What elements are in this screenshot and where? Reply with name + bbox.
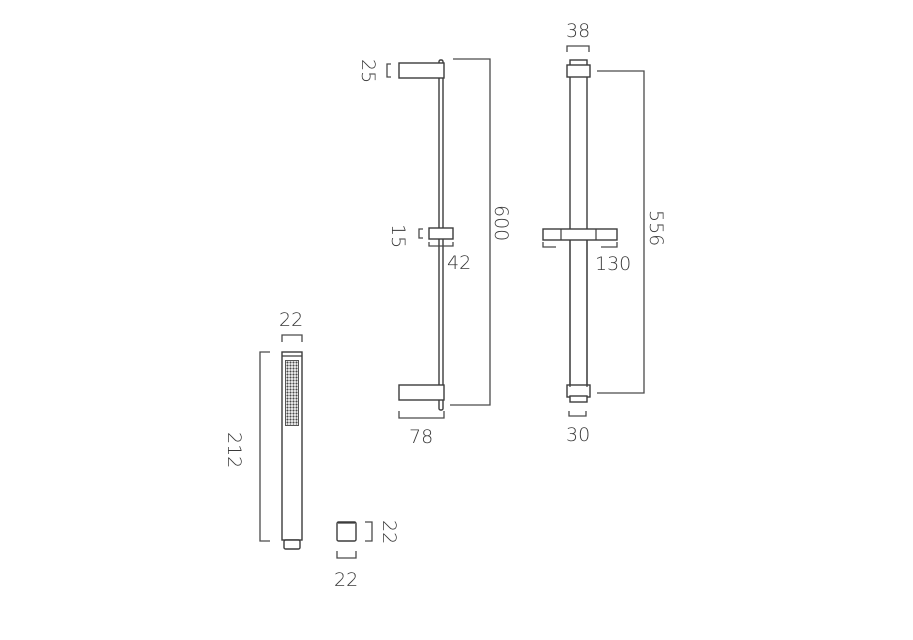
front-top-cap: [566, 64, 591, 78]
dim-slider-width-left: [542, 242, 556, 248]
dim-outlet-width: [336, 551, 357, 559]
dim-handset-length: [259, 351, 270, 542]
dim-slider-height: [418, 228, 423, 239]
dim-outlet-height: [365, 521, 373, 542]
dim-slider-width-right: [601, 242, 618, 248]
side-slider: [428, 227, 454, 240]
label-bottom-bracket-depth: 78: [409, 426, 433, 448]
handset: 22 212: [223, 309, 303, 550]
label-top-bracket-height: 25: [357, 59, 379, 83]
label-top-width: 38: [566, 20, 590, 42]
label-slider-depth: 42: [447, 252, 471, 274]
dim-centres-height: [597, 70, 645, 394]
label-handset-length: 212: [223, 432, 245, 468]
side-bottom-bracket: [398, 384, 445, 401]
dim-slider-depth: [428, 242, 454, 247]
label-head-width: 22: [279, 309, 303, 331]
front-slider: [542, 228, 618, 241]
side-view-riser: 25 15 42 600 78: [357, 58, 512, 448]
label-outlet-height: 22: [378, 520, 400, 544]
side-top-bracket: [398, 62, 445, 79]
label-slider-height: 15: [387, 224, 409, 248]
outlet-body: [336, 521, 357, 542]
label-bottom-width: 30: [566, 424, 590, 446]
label-overall-height: 600: [490, 205, 512, 241]
handset-connector: [283, 539, 301, 550]
dim-head-width: [281, 334, 303, 342]
dim-top-width: [566, 45, 590, 52]
label-outlet-width: 22: [334, 569, 358, 591]
label-slider-width: 130: [595, 253, 631, 275]
dim-top-bracket-height: [386, 63, 391, 78]
dim-bottom-bracket-depth: [398, 411, 445, 419]
dim-overall-height: [450, 58, 491, 406]
front-bottom-cap-tip: [569, 395, 588, 403]
wall-outlet: 22 22: [334, 520, 400, 591]
front-view-riser: 38 130 556 30: [542, 20, 667, 446]
spray-nozzle-grid: [285, 360, 299, 426]
dim-bottom-width: [568, 411, 587, 417]
label-centres-height: 556: [645, 210, 667, 246]
